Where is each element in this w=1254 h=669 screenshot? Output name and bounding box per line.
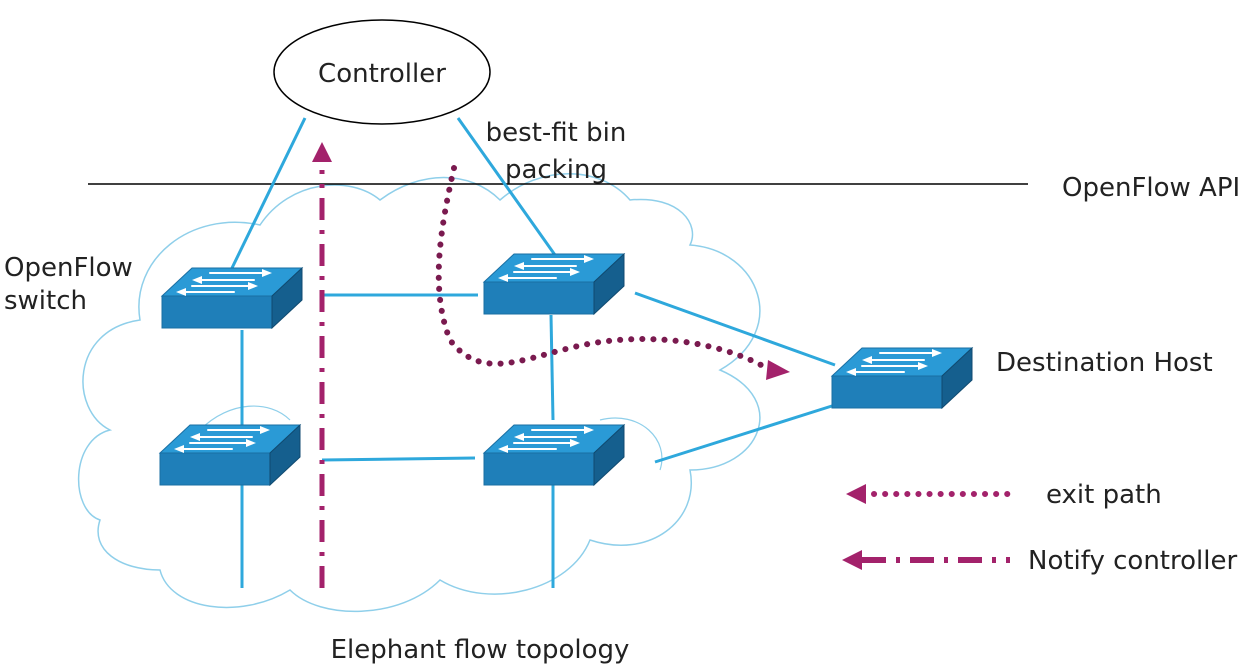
switch-label-line-2: switch — [4, 286, 87, 316]
legend-notify-label: Notify controller — [1028, 546, 1237, 576]
controller-link-right — [456, 117, 557, 256]
legend-exit-label: exit path — [1046, 480, 1162, 510]
openflow-switch-icon — [483, 424, 625, 486]
exit-path — [435, 165, 773, 373]
legend-exit-arrowhead — [846, 484, 866, 504]
cloud-inner-arc — [199, 405, 291, 431]
openflow-switch-icon — [161, 267, 303, 329]
legend-exit-path: exit path — [846, 480, 1162, 510]
annotation-line-1: best-fit bin — [486, 118, 627, 148]
link-br-dest — [654, 403, 836, 464]
link-tr-br — [549, 314, 555, 421]
destination-label: Destination Host — [996, 348, 1213, 378]
topology-label: Elephant flow topology — [331, 635, 630, 665]
openflow-switch-icon — [483, 253, 625, 315]
api-label: OpenFlow API — [1062, 173, 1240, 203]
openflow-switch-icon — [159, 424, 301, 486]
controller-link-left — [230, 117, 307, 269]
controller-label: Controller — [318, 59, 446, 89]
destination-switch-icon — [831, 347, 973, 409]
legend-notify: Notify controller — [842, 546, 1237, 576]
switch-label-line-1: OpenFlow — [4, 253, 133, 283]
controller-ellipse — [273, 19, 491, 125]
cloud-outline — [78, 173, 761, 613]
link-tr-dest — [634, 291, 836, 367]
notify-arrowhead — [312, 142, 332, 162]
legend-notify-arrowhead — [842, 550, 862, 570]
legend: exit path Notify controller — [842, 480, 1237, 576]
annotation-line-2: packing — [505, 155, 607, 185]
link-bl-br — [321, 456, 476, 462]
exit-path-arrowhead — [766, 360, 790, 380]
